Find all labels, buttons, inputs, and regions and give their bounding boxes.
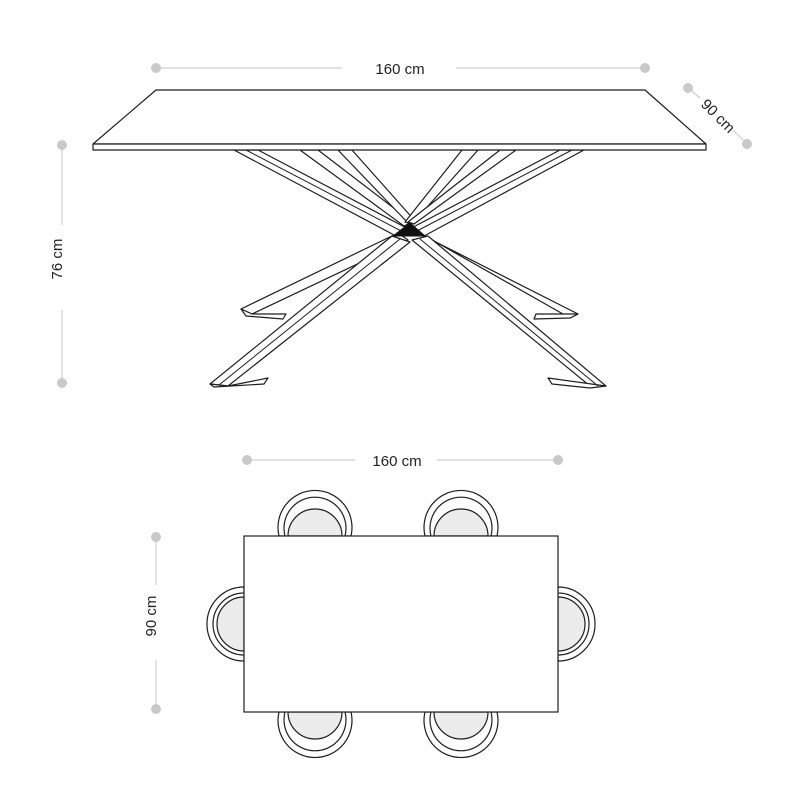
chair-seat — [433, 508, 489, 537]
top-depth-label: 90 cm — [143, 596, 160, 637]
leg-crease — [245, 149, 406, 234]
top-view: 160 cm 90 cm — [143, 453, 596, 759]
dimension-endpoint — [151, 704, 161, 714]
dimension-endpoint — [242, 455, 252, 465]
leg-crease — [412, 149, 573, 234]
side-width-dimension: 160 cm — [151, 61, 650, 78]
leg-center-joint — [391, 222, 427, 237]
top-width-dimension: 160 cm — [242, 453, 563, 470]
leg-front-left-foot — [209, 377, 269, 388]
table-top-edge — [92, 143, 707, 151]
chair-top-right — [423, 489, 499, 537]
chair-seat — [287, 711, 343, 740]
side-height-dimension: 76 cm — [49, 140, 67, 388]
chair-seat — [433, 711, 489, 740]
leg-crease — [419, 238, 599, 387]
table-top-perspective — [92, 89, 707, 151]
leg-back-right-foot — [533, 313, 579, 320]
dimension-endpoint — [640, 63, 650, 73]
chair-seat — [216, 596, 245, 652]
chair-top-left — [277, 489, 353, 537]
chair-right-end — [557, 586, 596, 662]
chair-seat — [287, 508, 343, 537]
dimension-endpoint — [683, 83, 693, 93]
side-depth-label: 90 cm — [697, 96, 738, 137]
chair-bottom-left — [277, 711, 353, 759]
dimension-endpoint — [553, 455, 563, 465]
dimension-endpoint — [742, 139, 752, 149]
leg-front-right-foot — [547, 377, 607, 389]
table-top-plan — [243, 535, 559, 713]
dimension-endpoint — [151, 63, 161, 73]
dimension-endpoint — [57, 378, 67, 388]
chair-seat — [557, 596, 586, 652]
leg-front-right-lower — [411, 235, 607, 387]
table-front-legs — [209, 149, 607, 389]
dimension-endpoint — [57, 140, 67, 150]
top-width-label: 160 cm — [372, 453, 421, 470]
leg-back-left-foot — [240, 308, 287, 320]
table-top-surface — [92, 89, 707, 145]
chair-left-end — [206, 586, 245, 662]
side-height-label: 76 cm — [49, 239, 66, 280]
side-view: 160 cm 90 cm 76 cm — [49, 61, 752, 389]
chair-bottom-right — [423, 711, 499, 759]
table-back-legs — [240, 149, 579, 320]
leg-crease — [218, 238, 401, 386]
side-width-label: 160 cm — [375, 61, 424, 78]
top-depth-dimension: 90 cm — [143, 532, 161, 714]
dimension-endpoint — [151, 532, 161, 542]
